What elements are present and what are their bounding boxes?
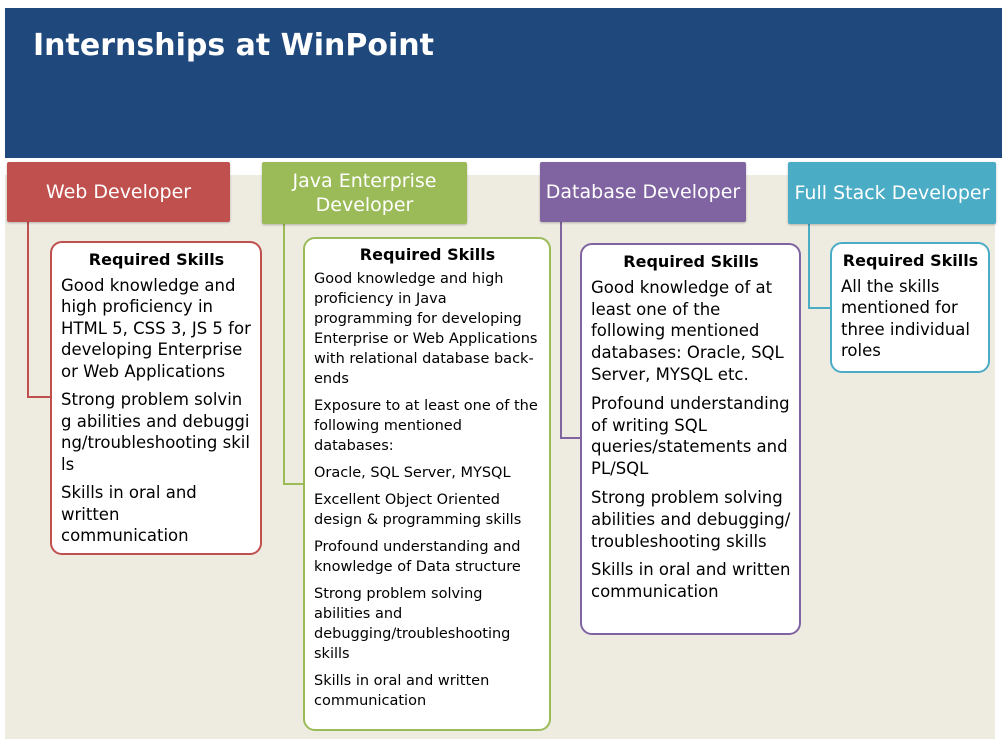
- skill-item: Skills in oral and written communication: [314, 673, 490, 709]
- skills-card-fullstack: Required Skills All the skills mentioned…: [830, 242, 990, 373]
- connector-java: [283, 224, 304, 485]
- role-full-stack-developer: Full Stack Developer: [788, 162, 996, 224]
- skills-card-web: Required Skills Good knowledge and high …: [50, 241, 262, 555]
- role-java-enterprise-developer: Java Enterprise Developer: [262, 162, 467, 224]
- skill-item: Strong problem solving abilities and deb…: [61, 390, 250, 474]
- skill-item: Skills in oral and written communication: [591, 560, 791, 602]
- skill-item: Exposure to at least one of the followin…: [314, 398, 538, 454]
- skill-item: All the skills mentioned for three indiv…: [841, 276, 970, 361]
- skill-item: Strong problem solving abilities and deb…: [314, 586, 511, 662]
- skill-item: Profound understanding and knowledge of …: [314, 539, 521, 575]
- skill-item: Strong problem solving abilities and deb…: [591, 487, 791, 551]
- role-web-developer: Web Developer: [7, 162, 230, 222]
- card-title: Required Skills: [842, 251, 979, 270]
- card-title: Required Skills: [88, 250, 225, 269]
- connector-web: [27, 222, 51, 398]
- connector-database: [560, 222, 581, 439]
- card-title: Required Skills: [623, 252, 759, 271]
- header-banner: Internships at WinPoint: [5, 8, 1002, 158]
- skill-item: Good knowledge and high proficiency in J…: [314, 271, 538, 387]
- skill-item: Oracle, SQL Server, MYSQL: [314, 465, 511, 481]
- page-title: Internships at WinPoint: [33, 28, 434, 63]
- skill-item: Profound understanding of writing SQL qu…: [591, 393, 790, 479]
- skill-item: Good knowledge of at least one of the fo…: [591, 277, 784, 384]
- skill-item: Skills in oral and written communication: [61, 483, 197, 545]
- skills-card-database: Required Skills Good knowledge of at lea…: [580, 243, 801, 635]
- connector-fullstack: [808, 224, 831, 309]
- skill-item: Excellent Object Oriented design & progr…: [314, 492, 522, 528]
- card-title: Required Skills: [359, 245, 496, 264]
- skill-item: Good knowledge and high proficiency in H…: [61, 275, 251, 381]
- role-database-developer: Database Developer: [540, 162, 746, 222]
- skills-card-java: Required Skills Good knowledge and high …: [303, 237, 551, 731]
